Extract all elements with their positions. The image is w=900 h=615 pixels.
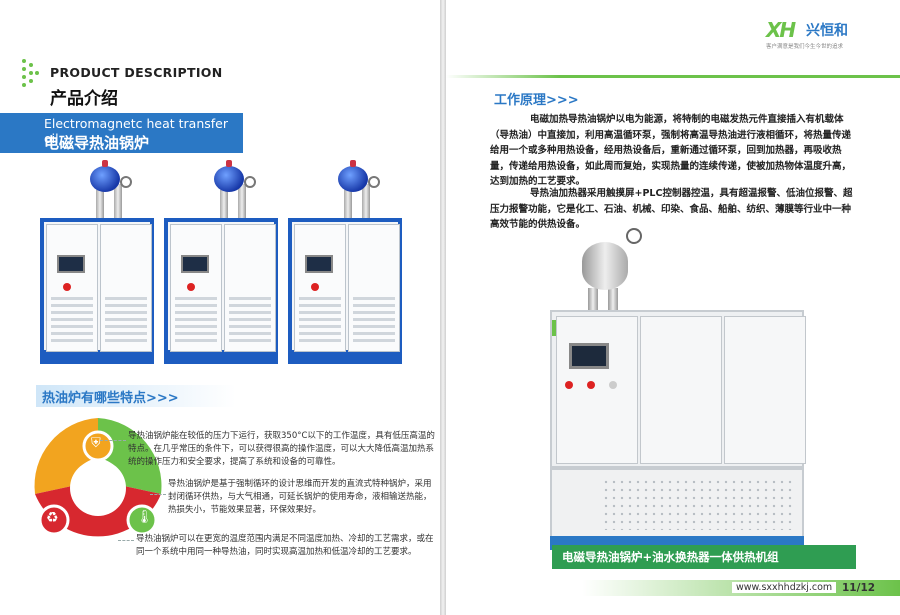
page-gutter — [440, 0, 446, 615]
header-chinese: 产品介绍 — [50, 89, 118, 109]
page-number: 11/12 — [842, 582, 876, 594]
feature-text: 导热油锅炉是基于强制循环的设计思维而开发的直流式特种锅炉，采用封闭循环供热，与大… — [168, 479, 432, 515]
logo-name: 兴恒和 — [806, 23, 848, 39]
header-english: PRODUCT DESCRIPTION — [50, 65, 223, 80]
features-wheel-graphic: ⛨ ♻ 🌡 — [24, 412, 172, 562]
logo-slogan: 客户满意是我们今生今世的追求 — [766, 44, 844, 50]
left-page: PRODUCT DESCRIPTION 产品介绍 Electromagnetc … — [0, 0, 440, 615]
company-logo: XH 兴恒和 客户满意是我们今生今世的追求 — [766, 16, 886, 52]
feature-text: 导热油锅炉可以在更宽的温度范围内满足不同温度加热、冷却的工艺需求，或在同一个系统… — [136, 534, 434, 557]
recycle-icon: ♻ — [46, 510, 59, 526]
boiler-unit — [160, 160, 282, 367]
boiler-unit — [36, 160, 158, 367]
header-rule — [446, 75, 900, 78]
work-principle-title: 工作原理>>> — [494, 93, 579, 108]
product-title-english: Electromagnetc heat transfer oil — [44, 116, 228, 146]
boiler-unit — [284, 160, 406, 367]
boiler-product-photo — [36, 160, 426, 367]
caption-bar — [552, 545, 856, 569]
work-principle-paragraph: 导热油加热器采用触摸屏+PLC控制器控温，具有超温报警、低油位报警、超压力报警功… — [490, 188, 853, 230]
right-page: XH 兴恒和 客户满意是我们今生今世的追求 工作原理>>> 电磁加热导热油锅炉以… — [446, 0, 900, 615]
product-title-chinese: 电磁导热油锅炉 — [44, 134, 150, 152]
product-title-box: Electromagnetc heat transfer oil 电磁导热油锅炉 — [0, 113, 243, 153]
website-url: www.sxxhhdzkj.com — [732, 582, 837, 593]
shield-icon: ⛨ — [91, 436, 101, 451]
features-title: 热油炉有哪些特点>>> — [42, 391, 179, 406]
feature-text: 导热油锅炉能在较低的压力下运行，获取350°C以下的工作温度，具有低压高温的特点… — [128, 431, 435, 467]
heating-unit-photo — [534, 218, 894, 578]
logo-mark: XH — [766, 18, 796, 42]
thermometer-icon: 🌡 — [136, 510, 153, 525]
image-caption: 电磁导热油锅炉+油水换热器一体供热机组 — [562, 550, 779, 564]
work-principle-paragraph: 电磁加热导热油锅炉以电为能源，将特制的电磁发热元件直接插入有机载体（导热油）中直… — [490, 114, 852, 187]
decorative-dots — [22, 55, 39, 91]
features-title-bar — [36, 385, 236, 407]
